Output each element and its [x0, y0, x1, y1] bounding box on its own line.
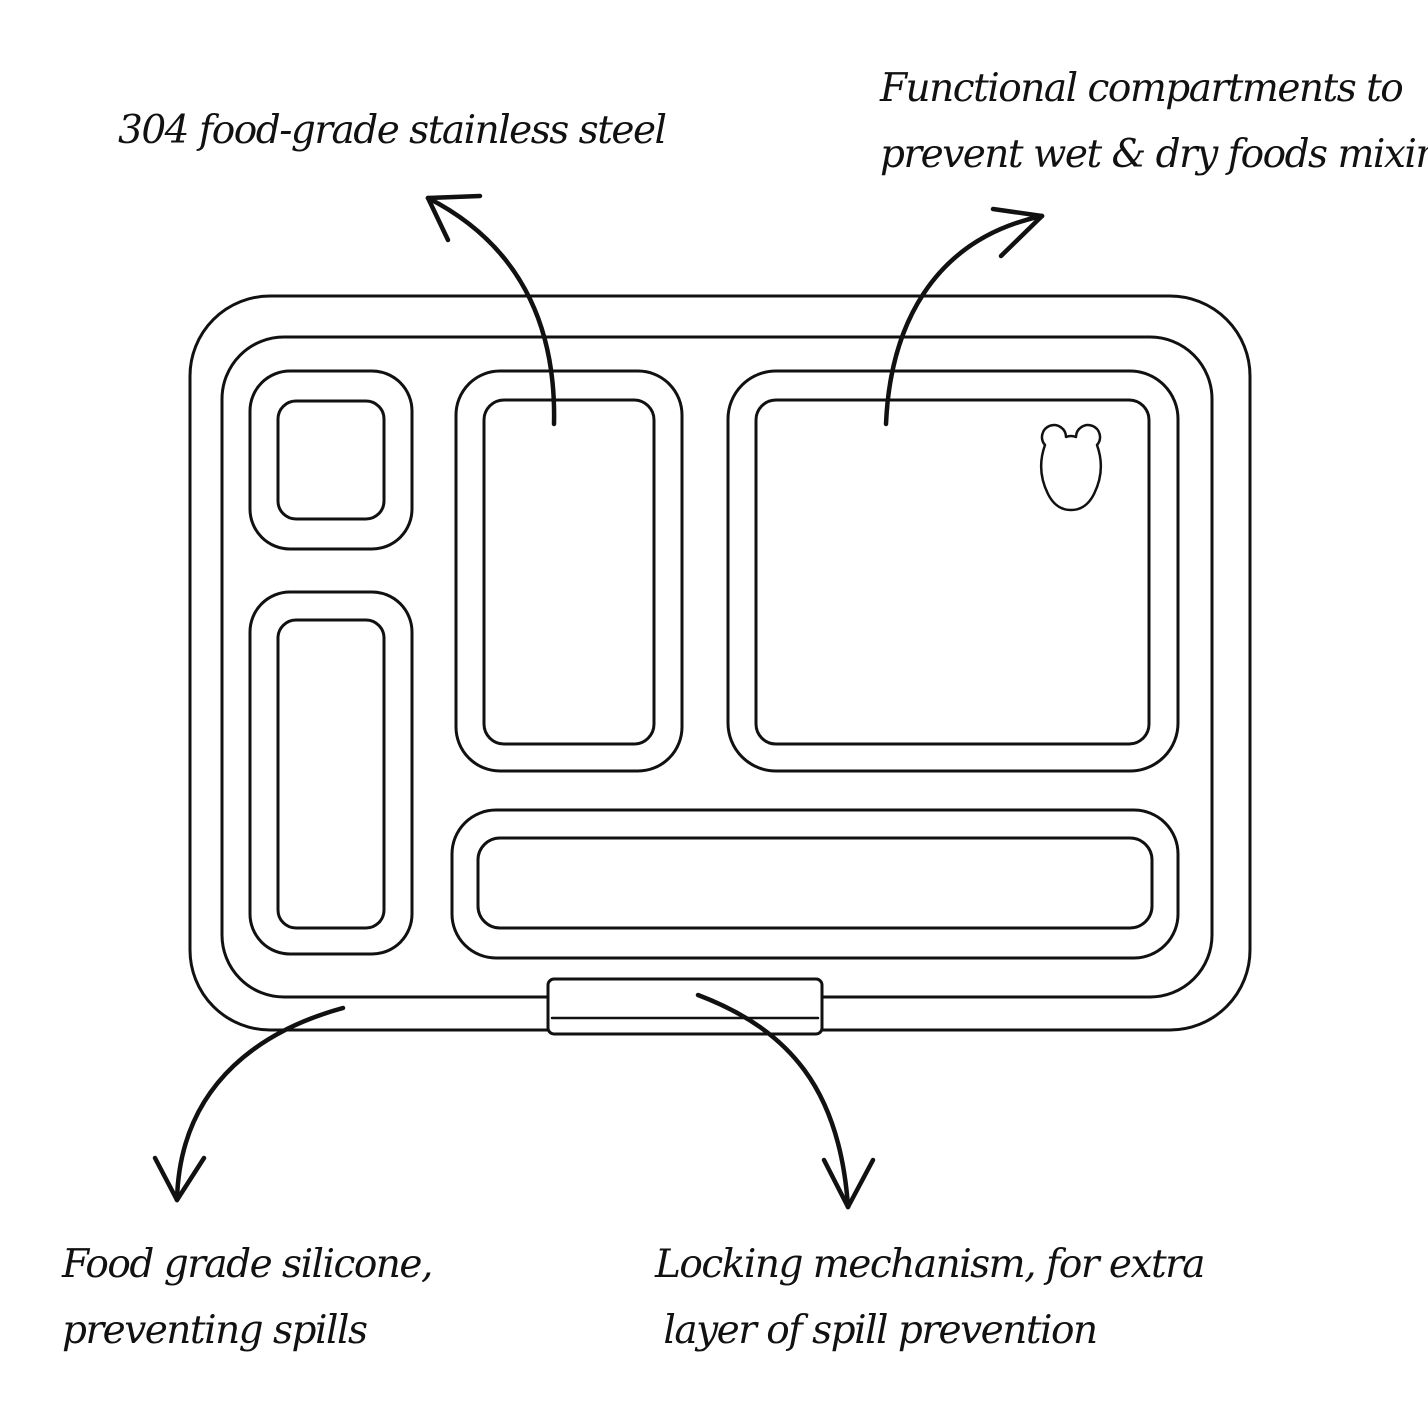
annotation-compartments: Functional compartments to prevent wet &…	[880, 56, 1428, 188]
compartment-bottom-wide-inner	[476, 836, 1154, 930]
annotation-silicone-line2: preventing spills	[62, 1308, 368, 1353]
silicone-seal-rim	[220, 335, 1214, 999]
annotation-locking: Locking mechanism, for extra layer of sp…	[655, 1232, 1206, 1364]
compartment-left-tall-inner	[276, 618, 386, 930]
annotation-compartments-line2: prevent wet & dry foods mixing	[880, 132, 1428, 177]
compartment-bottom-wide	[450, 808, 1180, 960]
compartment-large-right-inner	[754, 398, 1151, 746]
annotation-silicone-line1: Food grade silicone,	[62, 1242, 433, 1287]
annotation-stainless-steel-line1: 304 food-grade stainless steel	[118, 108, 667, 153]
arrow-locking	[695, 992, 876, 1210]
compartment-middle-inner	[482, 398, 656, 746]
annotation-locking-line2: layer of spill prevention	[663, 1308, 1098, 1353]
compartment-large-right	[726, 369, 1180, 773]
locking-clip	[546, 977, 824, 1036]
compartment-small-top-left-inner	[276, 399, 386, 521]
bear-face-icon	[1039, 423, 1103, 512]
compartment-left-tall	[248, 590, 414, 956]
annotation-silicone: Food grade silicone, preventing spills	[62, 1232, 433, 1364]
annotation-locking-line1: Locking mechanism, for extra	[655, 1242, 1206, 1287]
arrow-compartments	[883, 206, 1045, 427]
arrow-steel	[425, 193, 557, 427]
lunchbox-outer-shell	[188, 294, 1252, 1032]
annotation-compartments-line1: Functional compartments to	[880, 66, 1404, 111]
compartment-middle	[454, 369, 684, 773]
compartment-small-top-left	[248, 369, 414, 551]
annotation-stainless-steel: 304 food-grade stainless steel	[118, 98, 667, 164]
arrow-silicone	[152, 1005, 346, 1203]
